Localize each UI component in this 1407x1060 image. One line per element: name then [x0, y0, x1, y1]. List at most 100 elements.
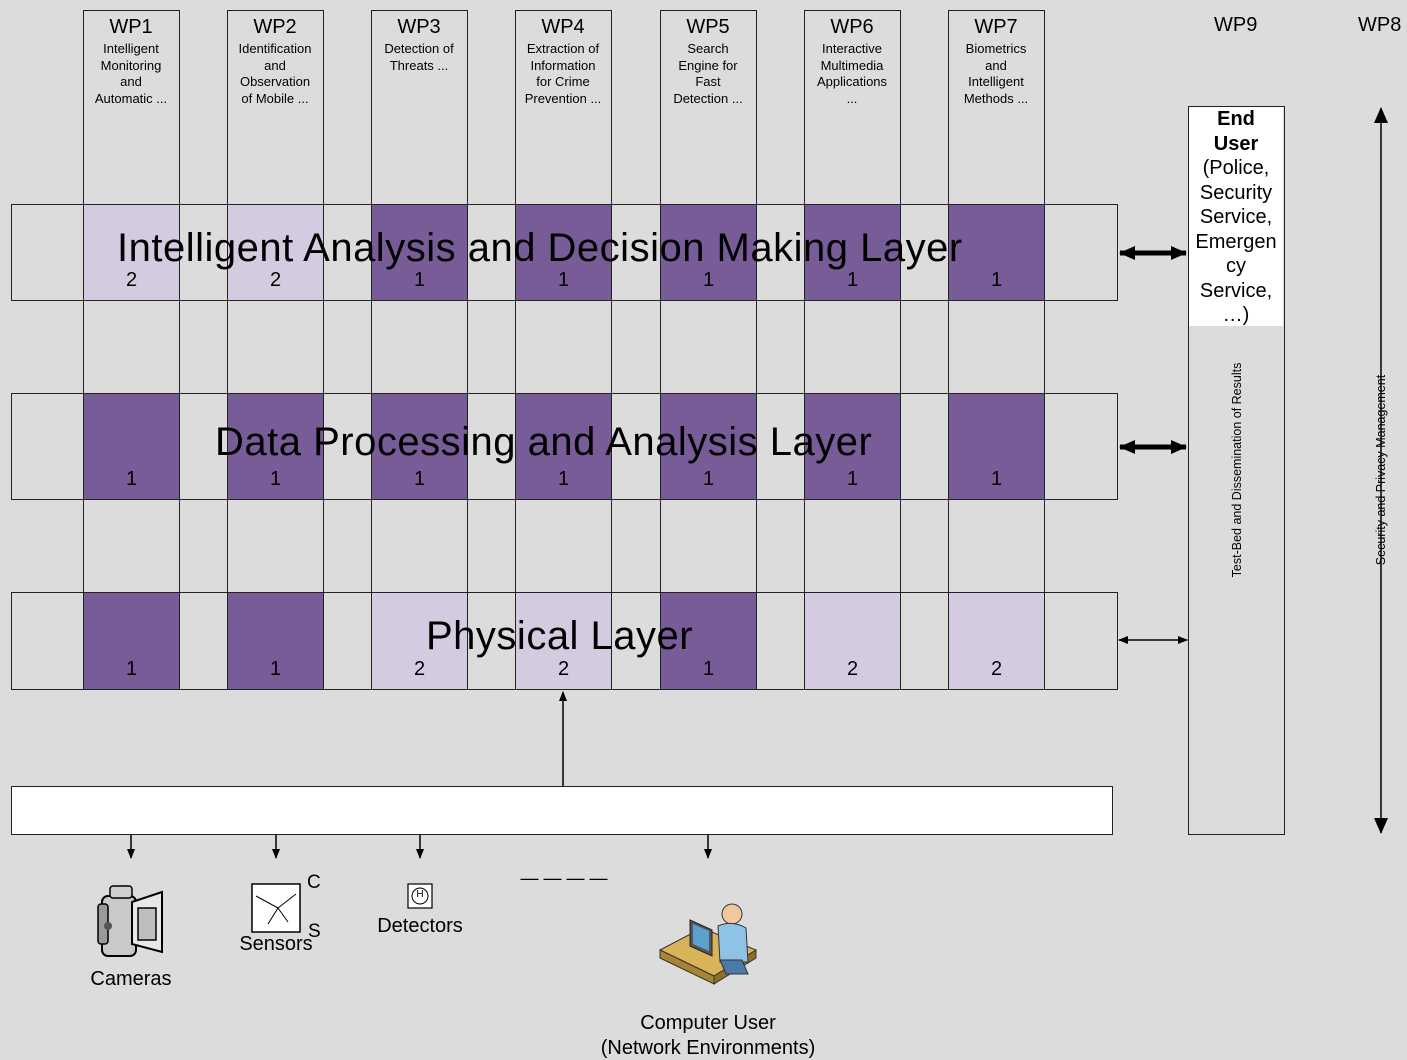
wp-description-line: Detection ... — [673, 90, 743, 106]
wp-layer-cell: 1 — [227, 592, 324, 690]
wp-description-line: Intelligent — [968, 74, 1024, 89]
wp-title: WP2 — [253, 16, 297, 38]
end-user-title-1: End — [1217, 108, 1255, 130]
layer-name: Physical Layer — [426, 614, 694, 658]
wp-description-line: and — [120, 74, 142, 89]
cameras-label: Cameras — [90, 968, 172, 990]
cell-level-number: 1 — [990, 269, 1003, 291]
cell-level-number: 1 — [846, 468, 859, 490]
wp-layer-cell: 1 — [227, 393, 324, 500]
camera-icon — [97, 885, 163, 957]
wp-layer-cell: 2 — [804, 592, 901, 690]
wp-layer-cell: 2 — [948, 592, 1045, 690]
wp-description-line: for Crime — [536, 74, 590, 89]
wp-title: WP7 — [974, 16, 1018, 38]
wp-layer-cell: 1 — [515, 393, 612, 500]
wp-description-line: Methods ... — [963, 90, 1029, 106]
wp-description-line: Multimedia — [820, 57, 884, 73]
wp-description-line: Observation — [239, 74, 311, 89]
cell-level-number: 1 — [702, 468, 715, 490]
wp-title: WP4 — [541, 16, 585, 38]
wp-layer-cell: 1 — [660, 204, 757, 301]
wp-layer-cell: 1 — [371, 393, 468, 500]
cell-level-number: 2 — [846, 658, 859, 680]
wp-layer-cell: 1 — [948, 204, 1045, 301]
wp-description-line: and — [264, 57, 286, 73]
wp9-label: WP9 — [1214, 14, 1258, 36]
cell-level-number: 2 — [413, 658, 426, 680]
sources-bar — [11, 786, 1113, 835]
wp-layer-cell: 1 — [660, 592, 757, 690]
wp-layer-cell: 1 — [804, 393, 901, 500]
cell-level-number: 1 — [413, 269, 426, 291]
wp-description-line: Prevention ... — [524, 90, 602, 106]
layer-name: Data Processing and Analysis Layer — [215, 420, 873, 464]
wp-layer-cell: 1 — [515, 204, 612, 301]
wp-description-line: ... — [846, 90, 858, 106]
end-user-line: cy — [1226, 255, 1246, 277]
wp-description-line: of Mobile ... — [241, 90, 309, 106]
wp-layer-cell: 1 — [948, 393, 1045, 500]
end-user-line: Security — [1199, 181, 1273, 204]
wp-description-line: Detection of — [384, 41, 454, 56]
testbed-column: End User (Police, Security Service, Emer… — [1188, 106, 1285, 835]
cell-level-number: 1 — [702, 269, 715, 291]
wp8-label: WP8 — [1358, 14, 1402, 36]
sensor-icon — [251, 883, 301, 933]
sensor-c-label: C — [307, 872, 321, 893]
wp-layer-cell: 1 — [804, 204, 901, 301]
wp-description-line: Extraction of — [526, 41, 600, 56]
computer-user-env-label: (Network Environments) — [600, 1037, 816, 1059]
wp-title: WP1 — [109, 16, 153, 38]
computer-user-label: Computer User — [640, 1012, 776, 1034]
wp-description-line: Search — [687, 41, 729, 56]
wp-title: WP3 — [397, 16, 441, 38]
end-user-line: Service, — [1199, 279, 1273, 302]
end-user-line: (Police, — [1202, 157, 1270, 179]
cell-level-number: 1 — [846, 269, 859, 291]
sensors-label: Sensors — [239, 933, 313, 955]
wp-description-line: Fast — [695, 74, 721, 89]
wp-layer-cell: 1 — [83, 592, 180, 690]
end-user-box: End User (Police, Security Service, Emer… — [1189, 107, 1283, 326]
wp-title: WP5 — [686, 16, 730, 38]
wp-title: WP6 — [830, 16, 874, 38]
wp-description-line: Identification — [238, 41, 312, 56]
cell-level-number: 2 — [990, 658, 1003, 680]
wp-layer-cell: 1 — [83, 393, 180, 500]
more-devices-ellipsis: — — — — — [520, 868, 608, 888]
wp-layer-cell: 2 — [515, 592, 612, 690]
end-user-line: Emergen — [1195, 230, 1277, 253]
wp-description-line: Engine for — [678, 57, 738, 73]
end-user-title-2: User — [1213, 132, 1259, 155]
wp-layer-cell: 1 — [371, 204, 468, 301]
end-user-line: Service, — [1199, 206, 1273, 228]
detectors-label: Detectors — [377, 915, 463, 937]
wp-layer-cell: 2 — [371, 592, 468, 690]
cell-level-number: 1 — [413, 468, 426, 490]
wp-description-line: Automatic ... — [94, 90, 168, 106]
wp-description-line: Information — [530, 57, 596, 73]
cell-level-number: 2 — [269, 269, 282, 291]
cell-level-number: 1 — [269, 658, 282, 680]
wp-description-line: Biometrics — [965, 41, 1027, 56]
wp-layer-cell: 1 — [660, 393, 757, 500]
cell-level-number: 1 — [557, 468, 570, 490]
detector-h-label: H — [416, 889, 424, 900]
wp-layer-cell: 2 — [227, 204, 324, 301]
wp-description-line: Interactive — [822, 41, 882, 56]
layer-name: Intelligent Analysis and Decision Making… — [117, 226, 963, 270]
wp-description-line: Monitoring — [100, 57, 162, 73]
detector-icon — [407, 883, 433, 909]
cell-level-number: 1 — [269, 468, 282, 490]
cell-level-number: 2 — [557, 658, 570, 680]
wp-description-line: and — [985, 57, 1007, 73]
cell-level-number: 1 — [125, 468, 138, 490]
cell-level-number: 1 — [702, 658, 715, 680]
wp-description-line: Intelligent — [103, 41, 159, 56]
cell-level-number: 2 — [125, 269, 138, 291]
sensor-s-label: S — [308, 921, 321, 942]
cell-level-number: 1 — [125, 658, 138, 680]
computer-user-icon — [658, 903, 758, 985]
